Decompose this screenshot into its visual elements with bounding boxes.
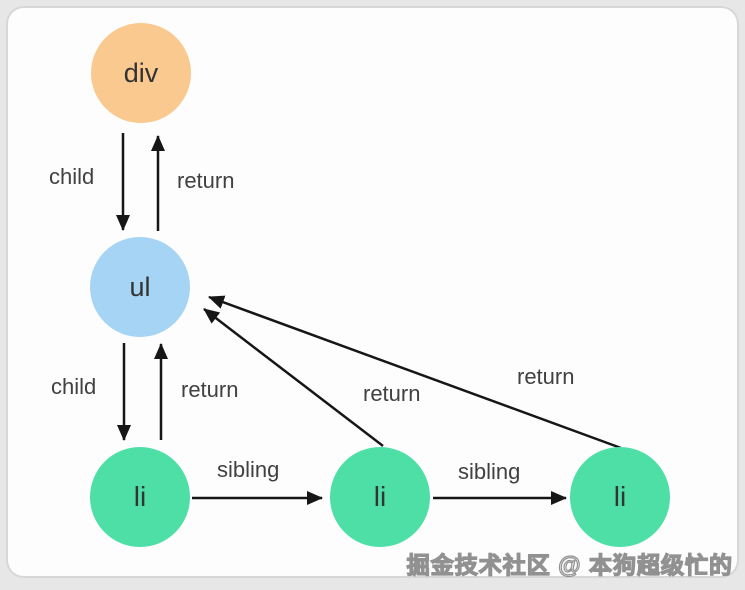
node-li-2-label: li: [373, 481, 387, 512]
node-li-3-label: li: [613, 481, 627, 512]
node-div: div: [91, 23, 191, 123]
edge-label-return-li2-ul: return: [363, 381, 421, 406]
edge-label-sibling-li2-li3: sibling: [458, 459, 521, 484]
watermark: 掘金技术社区 @ 本狗超级忙的: [406, 551, 733, 578]
edge-label-return-ul-div: return: [177, 168, 235, 193]
edge-label-child-div-ul: child: [49, 164, 95, 189]
node-li-2: li: [330, 447, 430, 547]
edge-label-return-li3-ul: return: [517, 364, 575, 389]
edge-label-child-ul-li: child: [51, 374, 97, 399]
node-li-1: li: [90, 447, 190, 547]
edge-label-return-li-ul: return: [181, 377, 239, 402]
node-ul: ul: [90, 237, 190, 337]
node-ul-label: ul: [129, 271, 151, 302]
edge-label-sibling-li1-li2: sibling: [217, 457, 280, 482]
node-div-label: div: [123, 57, 159, 88]
node-li-3: li: [570, 447, 670, 547]
node-li-1-label: li: [133, 481, 147, 512]
